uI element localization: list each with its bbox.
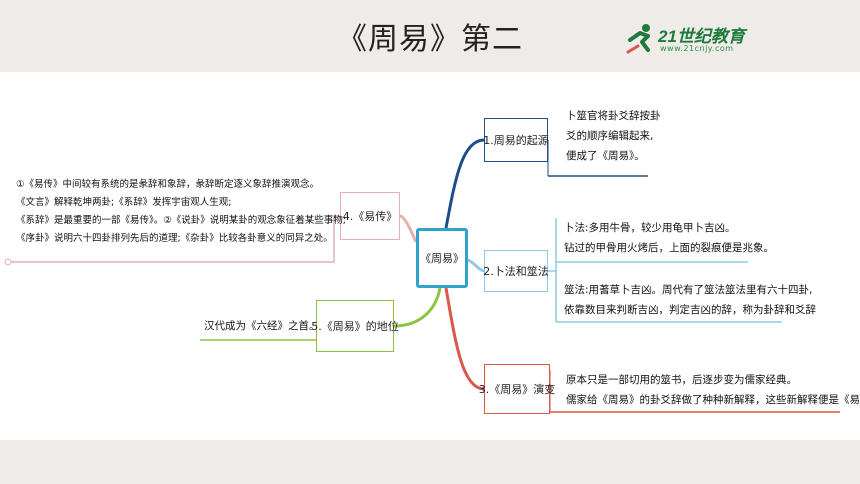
branch2-line: 筮法:用蓍草卜吉凶。周代有了筮法筮法里有六十四卦, — [564, 284, 813, 296]
branch3-line: 儒家给《周易》的卦爻辞做了种种新解释，这些新解释便是《易传》。 — [566, 394, 860, 406]
branch1-line: 爻的顺序编辑起来, — [566, 130, 654, 142]
branch2-line: 卜法:多用牛骨，较少用龟甲卜吉凶。 — [564, 222, 736, 234]
branch-node-1: 1.周易的起源 — [483, 118, 549, 162]
logo-url: www.21cnjy.com — [660, 44, 734, 53]
branch2-line: 钻过的甲骨用火烤后，上面的裂痕便是兆象。 — [564, 242, 774, 254]
branch-node-5: 5.《周易》的地位 — [311, 300, 399, 352]
bracket-2 — [548, 218, 557, 322]
branch3-line: 原本只是一部切用的筮书，后逐步变为儒家经典。 — [566, 374, 797, 386]
connector-3 — [444, 287, 485, 391]
connector-5 — [393, 287, 442, 328]
collapse-dot-4 — [4, 258, 12, 266]
branch4-line: 《文言》解释乾坤两卦;《系辞》发挥宇宙观人生观; — [16, 197, 232, 208]
bracket-4 — [8, 215, 340, 263]
branch5-line: 汉代成为《六经》之首。 — [204, 320, 320, 332]
branch2-shi-text: 筮法:用蓍草卜吉凶。周代有了筮法筮法里有六十四卦, 依靠数目来判断吉凶，判定吉凶… — [564, 280, 816, 320]
branch4-line: 《序卦》说明六十四卦排列先后的道理;《杂卦》比较各卦意义的同异之处。 — [16, 233, 333, 244]
connector-2 — [467, 258, 485, 273]
connector-1 — [444, 138, 485, 229]
branch1-line: 卜筮官将卦爻辞按卦 — [566, 110, 661, 122]
logo-text: 21世纪教育 — [658, 27, 745, 46]
branch-node-4: 4.《易传》 — [340, 192, 400, 240]
branch4-line: 《系辞》是最重要的一部《易传》。②《说卦》说明某卦的观念象征着某些事物; — [16, 215, 346, 226]
header-band — [0, 0, 860, 72]
site-logo: 21世纪教育 www.21cnjy.com — [626, 22, 758, 62]
center-node: 《周易》 — [416, 228, 468, 288]
branch1-text: 卜筮官将卦爻辞按卦 爻的顺序编辑起来, 便成了《周易》。 — [566, 106, 661, 166]
branch2-line: 依靠数目来判断吉凶，判定吉凶的辞，称为卦辞和爻辞 — [564, 304, 816, 316]
footer-band — [0, 440, 860, 484]
branch4-line: ①《易传》中间较有系统的是彖辞和象辞，彖辞断定逐义象辞推演观念。 — [16, 179, 320, 190]
branch4-text: ①《易传》中间较有系统的是彖辞和象辞，彖辞断定逐义象辞推演观念。 《文言》解释乾… — [16, 176, 346, 248]
page-title: 《周易》第二 — [337, 22, 523, 57]
branch5-text: 汉代成为《六经》之首。 — [204, 316, 320, 336]
connector-4 — [399, 214, 418, 243]
branch1-line: 便成了《周易》。 — [566, 150, 645, 162]
runner-logo-icon — [626, 24, 650, 54]
branch3-text: 原本只是一部切用的筮书，后逐步变为儒家经典。 儒家给《周易》的卦爻辞做了种种新解… — [566, 370, 860, 410]
branch-node-2: 2.卜法和筮法 — [483, 250, 549, 292]
branch-node-3: 3.《周易》演变 — [479, 364, 555, 414]
branch2-bu-text: 卜法:多用牛骨，较少用龟甲卜吉凶。 钻过的甲骨用火烤后，上面的裂痕便是兆象。 — [564, 218, 774, 258]
